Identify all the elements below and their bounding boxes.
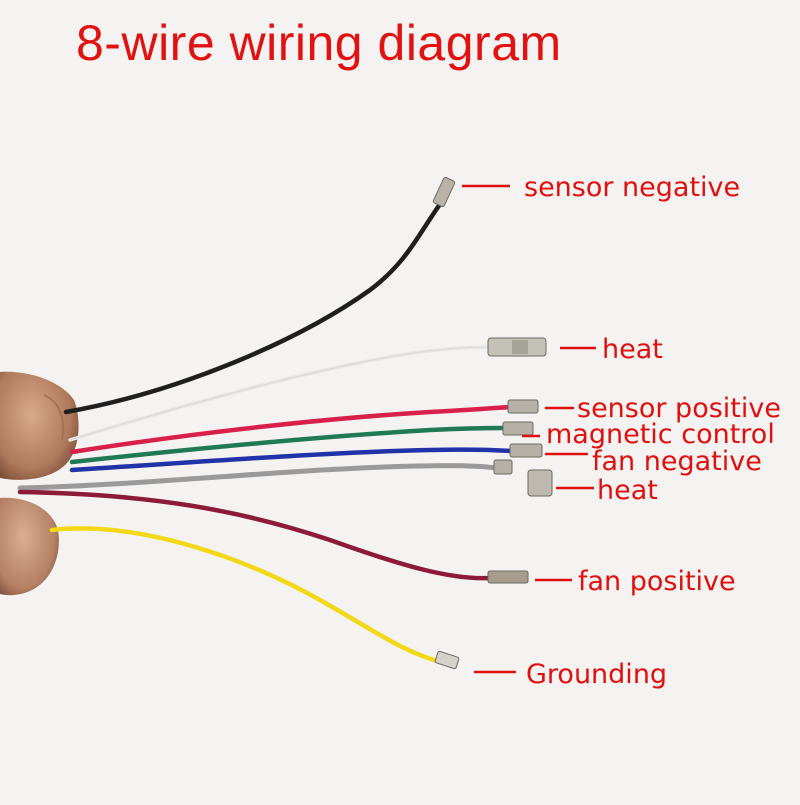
maroon-wire [17,489,493,581]
label-heat-bottom: heat [597,475,658,506]
label-fan-negative: fan negative [592,446,762,477]
label-sensor-negative: sensor negative [524,172,741,203]
terminal-maroon [487,570,529,584]
label-magnetic-control: magnetic control [546,419,775,450]
terminal-blue [509,443,543,458]
white-wire [68,345,492,442]
grey-wire [17,463,499,491]
label-fan-positive: fan positive [578,566,736,597]
label-sensor-positive: sensor positive [577,393,781,424]
terminal-yellow [434,650,460,670]
terminal-green [502,421,534,436]
blue-wire [69,447,515,473]
terminal-black [432,176,456,208]
diagram-title: 8-wire wiring diagram [76,15,562,71]
label-grounding: Grounding [526,659,668,690]
green-wire [69,425,508,465]
yellow-wire [49,526,443,665]
terminal-grey [493,459,553,497]
terminal-red [507,399,539,414]
finger-top [0,371,79,480]
red-wire [69,404,513,455]
leader-lines [462,184,596,674]
terminal-white [487,337,547,357]
black-wire [63,193,449,415]
label-heat-top: heat [602,334,663,365]
finger-bottom [0,497,59,596]
